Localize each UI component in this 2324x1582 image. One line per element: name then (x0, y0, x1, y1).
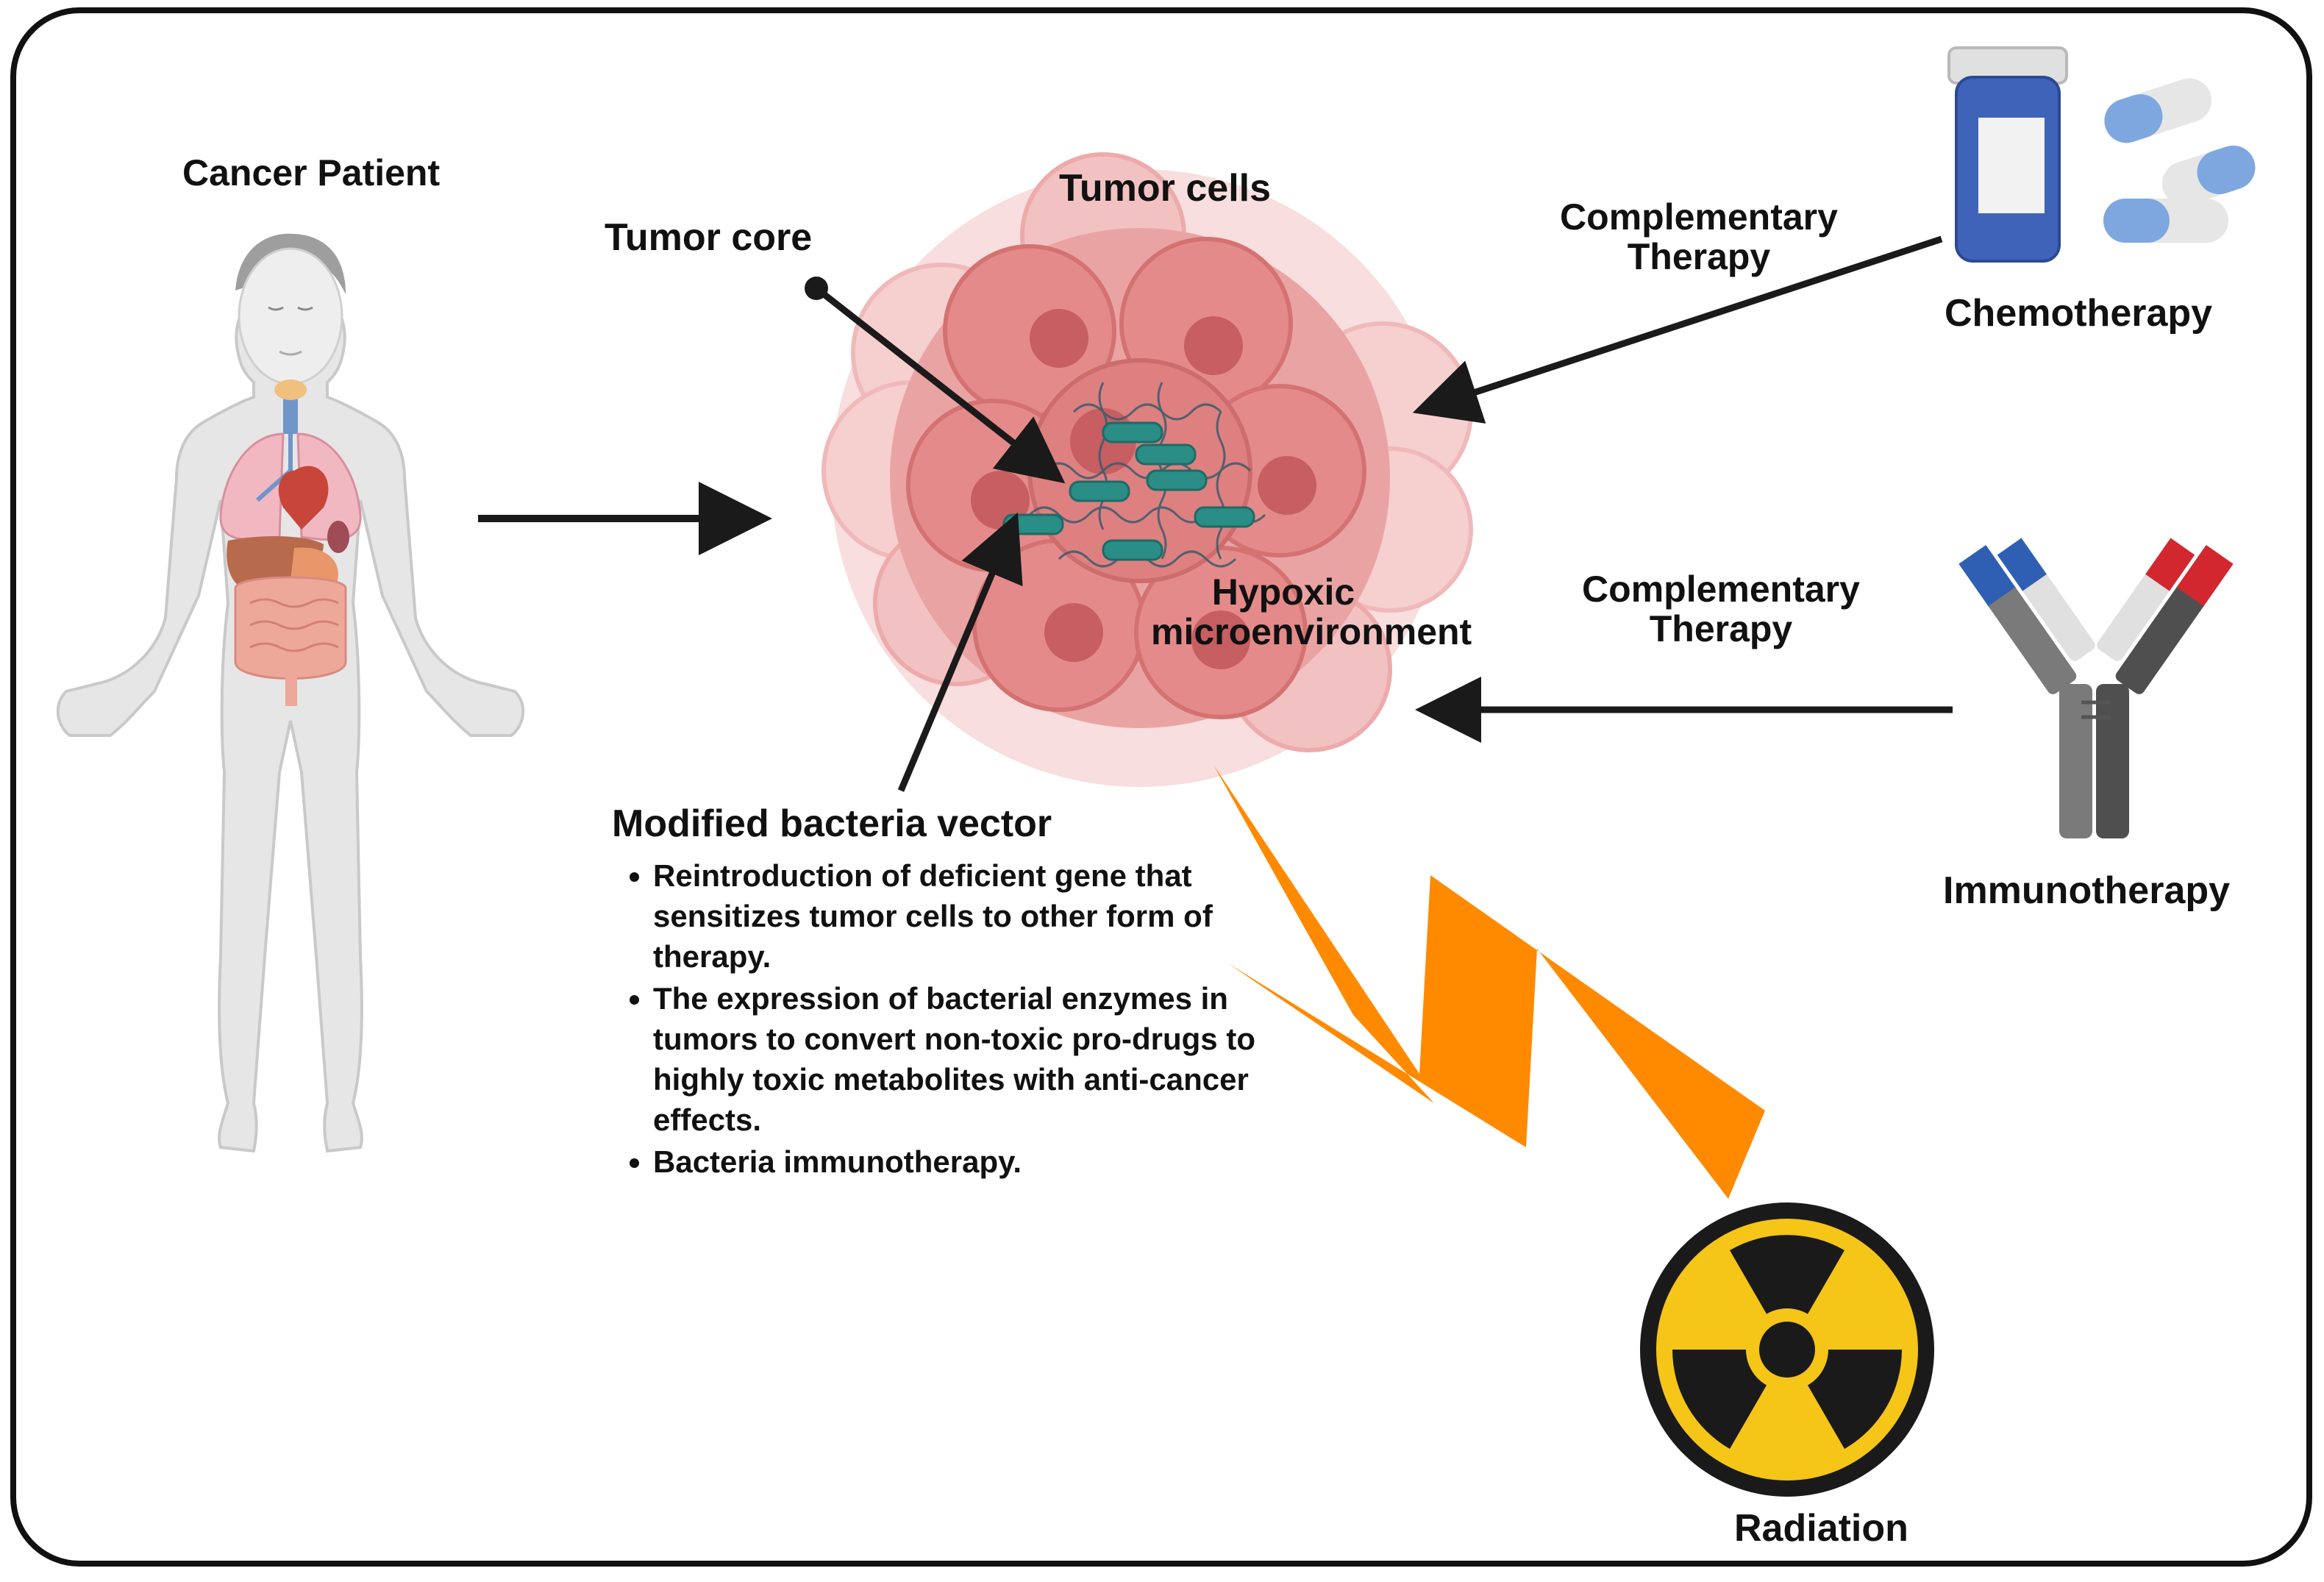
radiation-symbol-icon (1640, 1202, 1934, 1497)
complementary-therapy-mid-line2: Therapy (1649, 608, 1793, 649)
bacteria-vector-pointer (897, 512, 1023, 792)
immunotherapy-label: Immunotherapy (1943, 869, 2231, 912)
modified-bacteria-vector-title: Modified bacteria vector (612, 802, 1052, 845)
complementary-therapy-top-line2: Therapy (1627, 236, 1771, 277)
pill-bottle-icon (1947, 46, 2068, 263)
vector-item-1: Reintroduction of deficient gene that se… (653, 855, 1303, 977)
modified-bacteria-vector-box: Modified bacteria vector Reintroduction … (612, 802, 1303, 1183)
human-body-icon (56, 233, 525, 1153)
lightning-bolt-icon (1213, 765, 1765, 1199)
capsule-icon (2103, 78, 2256, 243)
complementary-therapy-top-line1: Complementary (1560, 196, 1838, 238)
tumor-core-label: Tumor core (605, 216, 813, 259)
tumor-core-pointer-line (814, 285, 1066, 484)
hypoxic-label-line1: Hypoxic (1211, 571, 1355, 613)
antibody-icon (1958, 538, 2234, 838)
complementary-therapy-mid-label: Complementary Therapy (1537, 569, 1905, 649)
vector-item-2: The expression of bacterial enzymes in t… (653, 978, 1303, 1140)
hypoxic-label-line2: microenvironment (1151, 611, 1472, 652)
hypoxic-label: Hypoxic microenvironment (1151, 571, 1472, 652)
tumor-icon (821, 152, 1473, 787)
complementary-therapy-top-label: Complementary Therapy (1515, 197, 1883, 277)
radiation-label: Radiation (1734, 1507, 1908, 1550)
modified-bacteria-vector-list: Reintroduction of deficient gene that se… (612, 855, 1303, 1182)
vector-item-3: Bacteria immunotherapy. (653, 1141, 1303, 1182)
complementary-therapy-mid-line1: Complementary (1582, 569, 1860, 610)
chemotherapy-label: Chemotherapy (1945, 292, 2213, 335)
cancer-patient-label: Cancer Patient (182, 152, 441, 193)
tumor-cells-label: Tumor cells (1059, 167, 1272, 210)
arrow-chemo-to-tumor (1412, 235, 1943, 424)
